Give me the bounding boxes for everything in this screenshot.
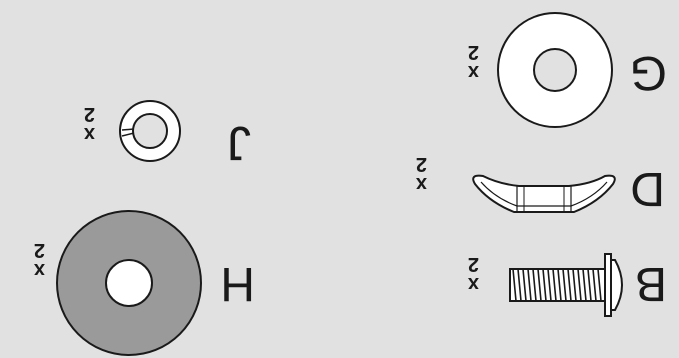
part-b-letter: B — [634, 257, 667, 310]
screw-icon — [509, 253, 623, 317]
part-j-letter: J — [227, 116, 251, 169]
part-h-letter: H — [220, 257, 255, 310]
flat-washer-icon — [497, 12, 613, 128]
hardware-parts-sheet: B x 2 D x 2 G x 2 — [32, 12, 667, 356]
cap-icon — [472, 174, 616, 213]
large-washer-icon — [56, 210, 202, 356]
part-g-quantity: x 2 — [466, 41, 479, 83]
part-d-quantity: x 2 — [414, 153, 427, 195]
part-d-letter: D — [630, 162, 665, 215]
part-j-quantity: x 2 — [82, 103, 95, 145]
part-g-letter: G — [629, 46, 667, 99]
part-h-quantity: x 2 — [32, 239, 45, 281]
part-b-quantity: x 2 — [466, 253, 479, 295]
split-lock-washer-icon — [119, 100, 181, 162]
